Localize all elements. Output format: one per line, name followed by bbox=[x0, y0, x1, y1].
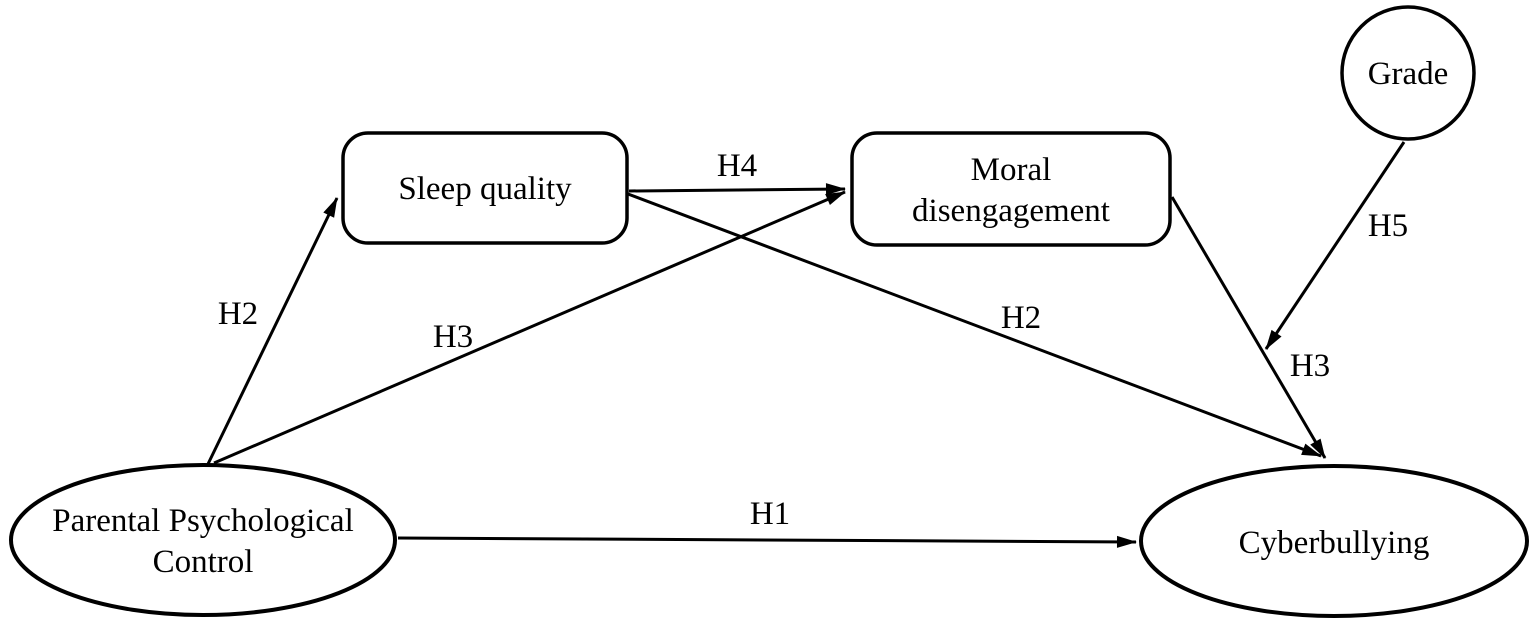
node-parental-psychological-control bbox=[9, 463, 397, 617]
edge-label-h5: H5 bbox=[1368, 208, 1408, 244]
node-label-cyberbullying: Cyberbullying bbox=[1239, 525, 1430, 561]
edge-label-h4: H4 bbox=[717, 148, 757, 184]
edge-ppc-to-cyberbullying bbox=[397, 535, 1137, 548]
edge-sleep-quality-to-cyberbullying bbox=[627, 192, 1322, 458]
edge-ppc-to-sleep-quality bbox=[206, 197, 339, 465]
edge-label-h3-right: H3 bbox=[1290, 348, 1330, 384]
edge-label-h3-left: H3 bbox=[433, 319, 473, 355]
edge-label-h2-left: H2 bbox=[218, 296, 258, 332]
node-label-sleep-quality: Sleep quality bbox=[398, 171, 572, 207]
node-label-ppc-line1: Parental Psychological bbox=[52, 503, 354, 539]
edge-label-h2-right: H2 bbox=[1001, 300, 1041, 336]
edge-moral-disengagement-to-cyberbullying bbox=[1170, 196, 1327, 459]
node-cyberbullying bbox=[1139, 464, 1529, 618]
node-moral-disengagement bbox=[850, 131, 1172, 247]
node-label-grade: Grade bbox=[1368, 56, 1449, 92]
node-label-moral-line2: disengagement bbox=[912, 193, 1110, 229]
node-grade bbox=[1340, 5, 1476, 141]
node-label-moral-line1: Moral bbox=[971, 152, 1052, 188]
edge-sleep-quality-to-moral-disengagement bbox=[628, 183, 846, 196]
node-sleep-quality bbox=[341, 131, 629, 245]
edge-label-h1: H1 bbox=[750, 496, 790, 532]
edge-grade-to-moral-cyber-path bbox=[1264, 141, 1406, 350]
edge-ppc-to-moral-disengagement bbox=[213, 190, 846, 465]
node-label-ppc-line2: Control bbox=[153, 544, 254, 580]
